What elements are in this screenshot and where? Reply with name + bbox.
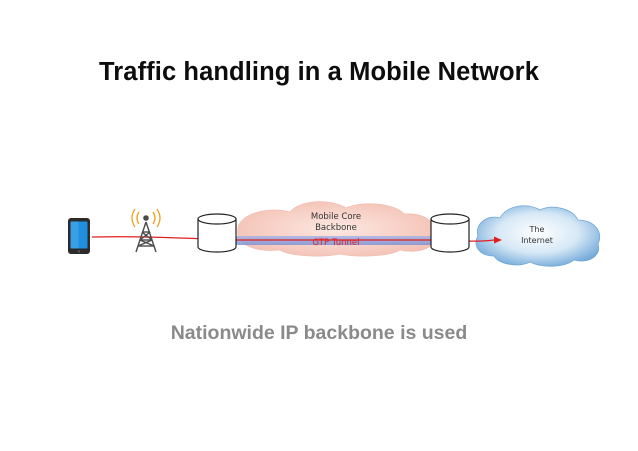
internet-cloud-icon xyxy=(475,205,601,267)
traffic-arrowhead xyxy=(494,236,502,244)
slide-title: Traffic handling in a Mobile Network xyxy=(99,58,539,86)
internet-label: The xyxy=(529,225,545,234)
internet-label: Internet xyxy=(521,236,553,245)
smartphone-icon xyxy=(68,218,90,254)
gateway-cylinder-icon xyxy=(197,213,237,253)
gtp-tunnel-label: GTP Tunnel xyxy=(313,238,360,248)
slide-subtitle: Nationwide IP backbone is used xyxy=(170,322,468,344)
core-backbone-label: Mobile Core xyxy=(311,212,361,222)
cell-tower-icon xyxy=(131,208,161,253)
core-backbone-label: Backbone xyxy=(315,223,357,233)
gateway-cylinder-icon xyxy=(430,213,470,253)
